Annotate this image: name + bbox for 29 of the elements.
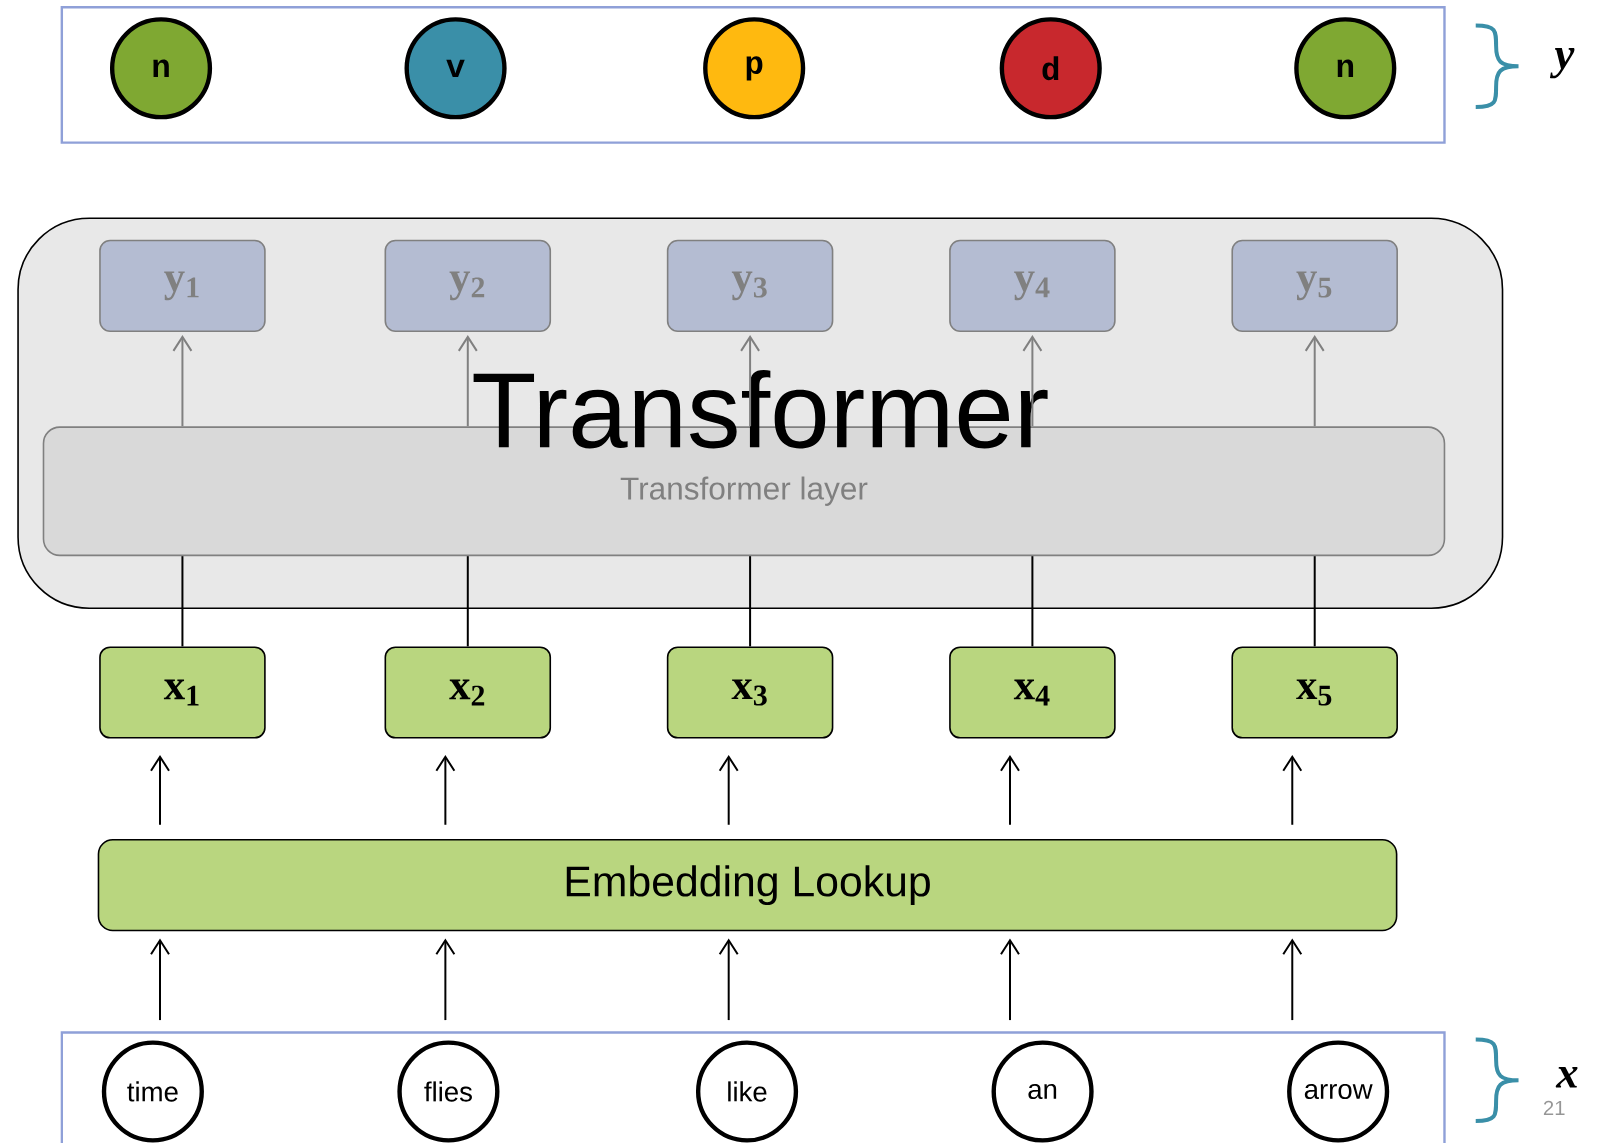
variable-label: x: [1555, 1066, 1578, 1088]
arrow: [172, 334, 193, 428]
arrow: [1282, 754, 1303, 826]
arrow: [718, 754, 739, 826]
embedding-box: x$_{4}$: [949, 646, 1116, 739]
arrow: [435, 754, 456, 826]
page-number: 21: [1543, 1100, 1565, 1115]
arrow: [1022, 334, 1043, 428]
output-box: y$_{5}$: [1231, 239, 1398, 332]
lookup-box: Embedding Lookup: [97, 838, 1398, 931]
output-box: y$_{2}$: [384, 239, 552, 332]
output-box: y$_{3}$: [666, 239, 834, 332]
arrow: [1000, 938, 1020, 1021]
output-box: y$_{1}$: [99, 239, 266, 332]
arrow: [740, 334, 761, 428]
embedding-box: x$_{3}$: [666, 646, 834, 739]
arrow: [457, 334, 478, 428]
arrow: [718, 938, 739, 1021]
arrow: [1282, 938, 1303, 1021]
arrow: [1000, 754, 1020, 826]
output-box: y$_{4}$: [949, 239, 1116, 332]
arrow: [150, 938, 170, 1021]
arrow: [435, 938, 456, 1021]
embedding-box: x$_{5}$: [1231, 646, 1398, 739]
arrow: [150, 754, 170, 826]
embedding-box: x$_{1}$: [99, 646, 266, 739]
variable-label: y: [1549, 47, 1575, 79]
embedding-box: x$_{2}$: [384, 646, 552, 739]
arrow: [1304, 334, 1325, 428]
